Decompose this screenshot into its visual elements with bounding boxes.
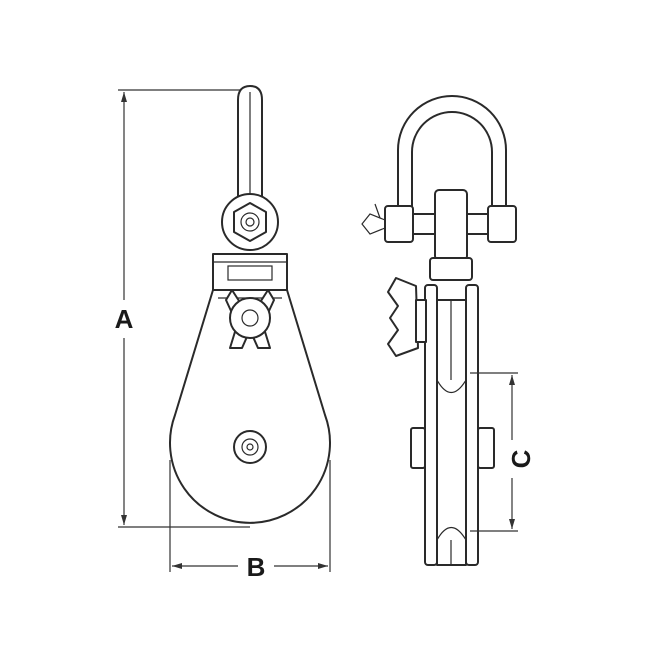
- dimension-b: B: [169, 460, 331, 582]
- swivel-nut-icon: [221, 193, 279, 251]
- shackle-icon: [361, 95, 517, 243]
- dimension-a: A: [115, 89, 250, 528]
- dimension-label-a: A: [115, 304, 134, 334]
- top-strap: [212, 253, 288, 291]
- wing-nut-side-icon: [387, 277, 427, 357]
- front-view: [169, 85, 331, 524]
- dimension-label-b: B: [247, 552, 266, 582]
- swivel-eye-icon: [237, 85, 263, 201]
- sheave-profile: [436, 299, 467, 566]
- wing-nut-icon: [225, 289, 275, 349]
- dimension-c: C: [470, 372, 536, 532]
- sheave-pin-icon: [233, 430, 267, 464]
- axle-bolt-head: [410, 427, 426, 469]
- side-plate: [169, 289, 331, 524]
- side-view: [361, 95, 517, 566]
- axle-nut: [477, 427, 495, 469]
- side-plate-right: [465, 284, 479, 566]
- swivel-tang: [429, 189, 473, 281]
- dimension-label-c: C: [506, 449, 536, 468]
